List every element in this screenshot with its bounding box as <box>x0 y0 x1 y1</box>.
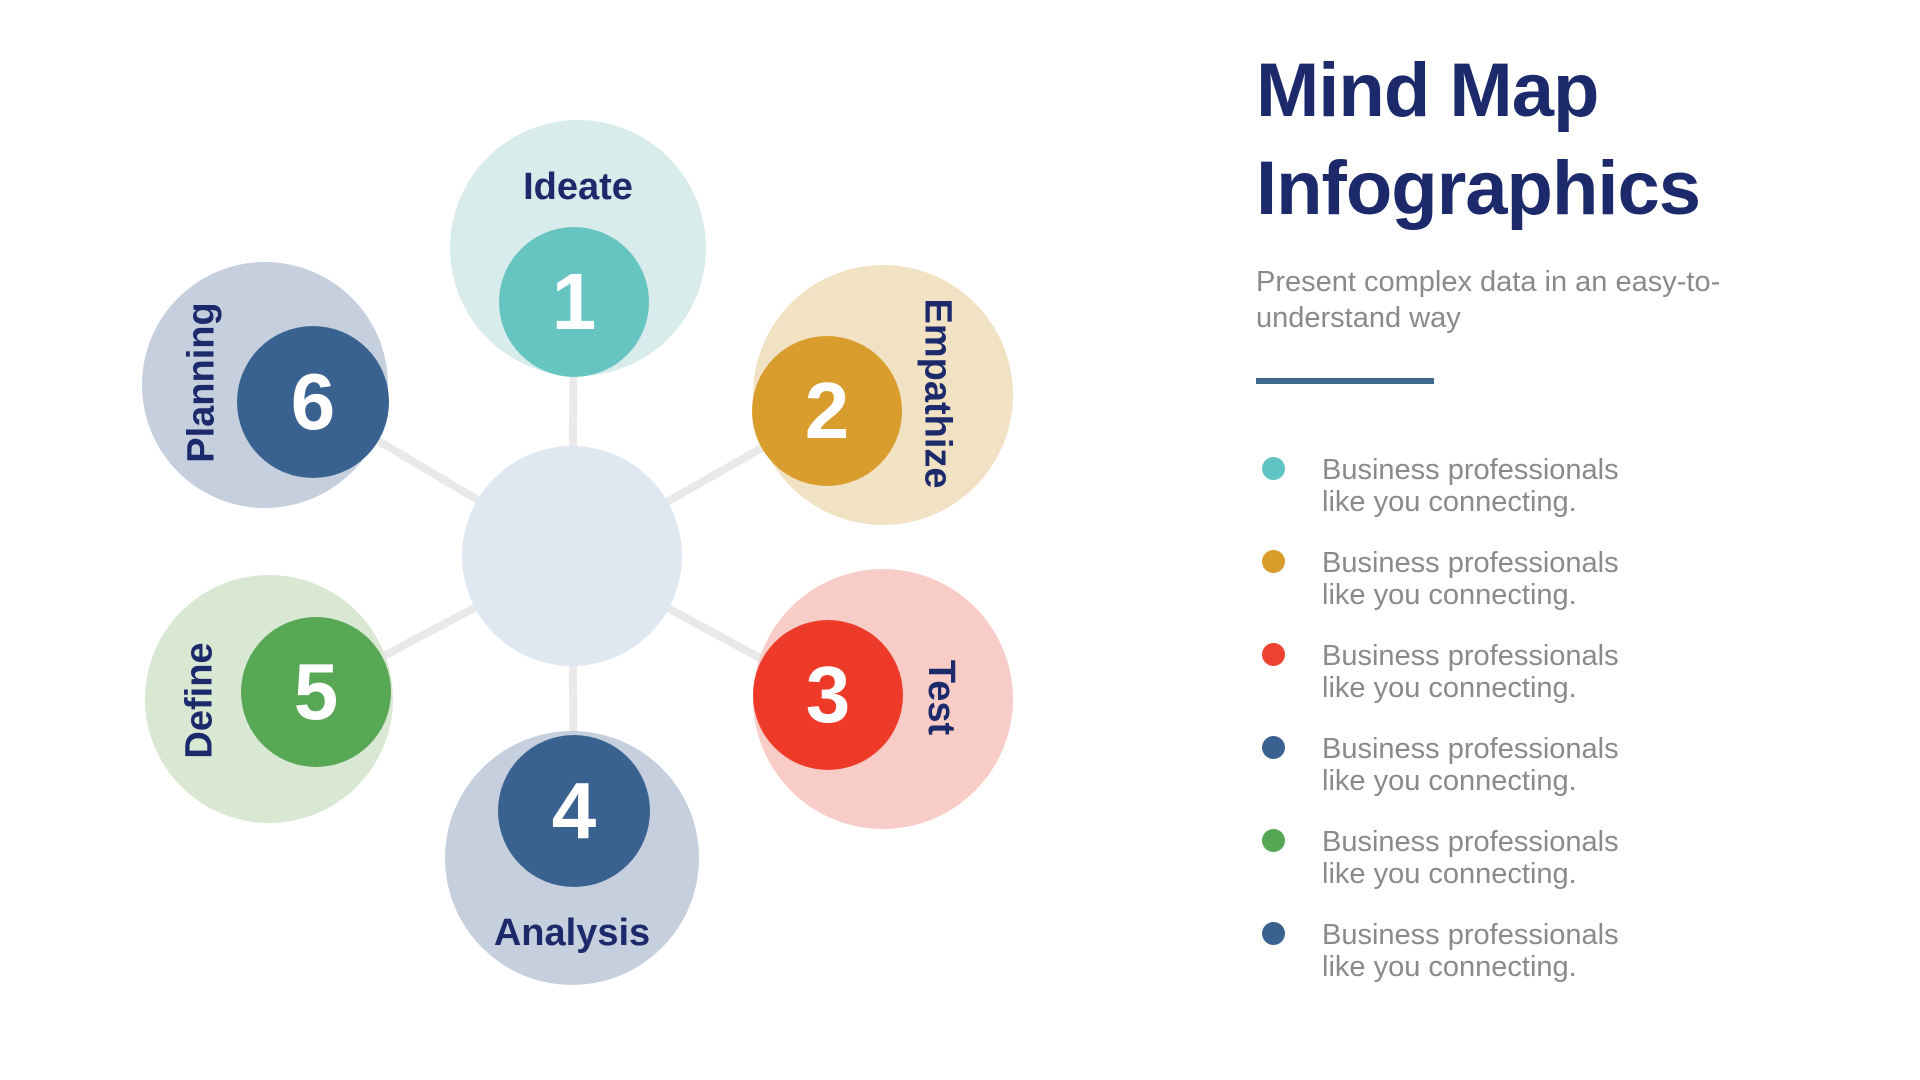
node-test-number: 3 <box>805 650 851 739</box>
node-define-label-text: Define <box>178 641 221 759</box>
legend-item-2: Business professionals like you connecti… <box>1262 547 1836 611</box>
page-subtitle: Present complex data in an easy-to-under… <box>1256 266 1721 334</box>
legend-dot-gold <box>1262 550 1285 573</box>
legend-text-line2: like you connecting. <box>1322 486 1577 518</box>
legend-dot-blue <box>1262 736 1285 759</box>
divider-line <box>1256 378 1434 384</box>
legend-dot-red <box>1262 643 1285 666</box>
node-analysis-number: 4 <box>551 766 597 855</box>
node-analysis-inner-circle: 4 <box>498 735 650 887</box>
node-analysis-label: Analysis <box>493 912 651 954</box>
node-define-number: 5 <box>293 647 339 736</box>
node-ideate-label: Ideate <box>523 166 633 208</box>
node-empathize-number: 2 <box>804 366 850 455</box>
legend-text: Business professionals like you connecti… <box>1322 454 1619 518</box>
legend-item-3: Business professionals like you connecti… <box>1262 640 1836 704</box>
legend-text-line2: like you connecting. <box>1322 765 1577 797</box>
legend-text: Business professionals like you connecti… <box>1322 547 1619 611</box>
legend-item-5: Business professionals like you connecti… <box>1262 826 1836 890</box>
legend-text: Business professionals like you connecti… <box>1322 919 1619 983</box>
node-define-inner-circle: 5 <box>241 617 391 767</box>
legend-text-line1: Business professionals <box>1322 454 1619 486</box>
legend-text-line1: Business professionals <box>1322 733 1619 765</box>
legend-list: Business professionals like you connecti… <box>1256 454 1836 983</box>
legend-text: Business professionals like you connecti… <box>1322 640 1619 704</box>
page-title: Mind Map Infographics <box>1256 48 1701 231</box>
legend-item-6: Business professionals like you connecti… <box>1262 919 1836 983</box>
legend-text-line2: like you connecting. <box>1322 579 1577 611</box>
node-empathize-inner-circle: 2 <box>752 336 902 486</box>
center-hub-circle <box>462 446 682 666</box>
legend-text-line1: Business professionals <box>1322 547 1619 579</box>
legend-text-line2: like you connecting. <box>1322 672 1577 704</box>
legend-text-line1: Business professionals <box>1322 919 1619 951</box>
node-test-inner-circle: 3 <box>753 620 903 770</box>
node-planning-number: 6 <box>290 357 336 446</box>
legend-dot-green <box>1262 829 1285 852</box>
side-panel: Mind Map Infographics Present complex da… <box>1256 42 1836 983</box>
node-planning-inner-circle: 6 <box>237 326 389 478</box>
node-planning-label-text: Planning <box>180 301 223 463</box>
legend-item-4: Business professionals like you connecti… <box>1262 733 1836 797</box>
legend-item-1: Business professionals like you connecti… <box>1262 454 1836 518</box>
legend-dot-blue <box>1262 922 1285 945</box>
legend-text: Business professionals like you connecti… <box>1322 826 1619 890</box>
node-ideate-inner-circle: 1 <box>499 227 649 377</box>
legend-dot-teal <box>1262 457 1285 480</box>
legend-text-line2: like you connecting. <box>1322 951 1577 983</box>
legend-text-line2: like you connecting. <box>1322 858 1577 890</box>
node-ideate-number: 1 <box>551 257 597 346</box>
legend-text-line1: Business professionals <box>1322 640 1619 672</box>
node-test-label-text: Test <box>920 659 963 735</box>
node-empathize-label-text: Empathize <box>916 297 959 489</box>
legend-text: Business professionals like you connecti… <box>1322 733 1619 797</box>
legend-text-line1: Business professionals <box>1322 826 1619 858</box>
